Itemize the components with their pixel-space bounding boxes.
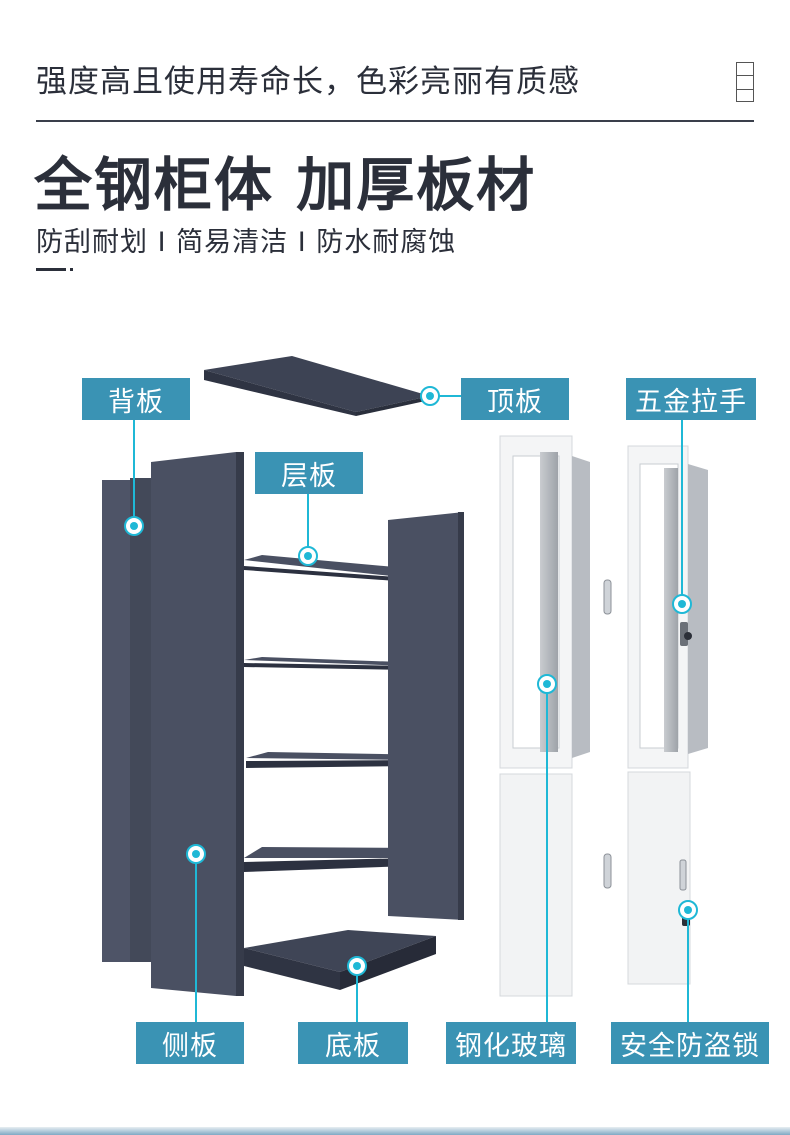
label-top-panel: 顶板	[461, 378, 569, 420]
marker-top-panel	[420, 386, 440, 406]
marker-handle	[672, 594, 692, 614]
marker-side-panel	[186, 844, 206, 864]
accent-dot	[70, 268, 73, 271]
headline: 全钢柜体 加厚板材	[34, 151, 537, 219]
stamp-icon	[736, 62, 754, 102]
label-handle: 五金拉手	[626, 378, 756, 420]
glass-door-left-shape	[499, 435, 612, 769]
header-divider	[36, 120, 754, 122]
marker-back-panel	[124, 516, 144, 536]
marker-dots	[124, 386, 698, 976]
marker-bottom-panel	[347, 956, 367, 976]
right-side-panel-shape	[388, 512, 464, 920]
lower-door-left-shape	[499, 773, 612, 997]
leader-lines	[133, 395, 689, 1022]
marker-glass	[537, 674, 557, 694]
label-bottom-panel: 底板	[298, 1022, 408, 1064]
tagline: 强度高且使用寿命长，色彩亮丽有质感	[36, 64, 580, 100]
label-back-panel: 背板	[82, 378, 190, 420]
features-line: 防刮耐划 I 简易清洁 I 防水耐腐蚀	[36, 227, 457, 258]
top-panel-shape	[204, 356, 430, 416]
bottom-panel-shape	[244, 930, 436, 990]
marker-shelf	[298, 546, 318, 566]
shelves-shape	[244, 555, 434, 872]
label-lock: 安全防盗锁	[611, 1022, 769, 1064]
left-side-panel-shape	[151, 452, 244, 996]
marker-lock	[678, 900, 698, 920]
back-panel-shape	[102, 478, 152, 962]
label-glass: 钢化玻璃	[446, 1022, 576, 1064]
accent-dash	[36, 268, 66, 271]
footer-bar	[0, 1127, 790, 1135]
glass-door-right-shape	[627, 445, 708, 769]
label-shelf: 层板	[255, 452, 363, 494]
label-side-panel: 侧板	[136, 1022, 244, 1064]
lower-door-right-shape	[627, 771, 691, 985]
